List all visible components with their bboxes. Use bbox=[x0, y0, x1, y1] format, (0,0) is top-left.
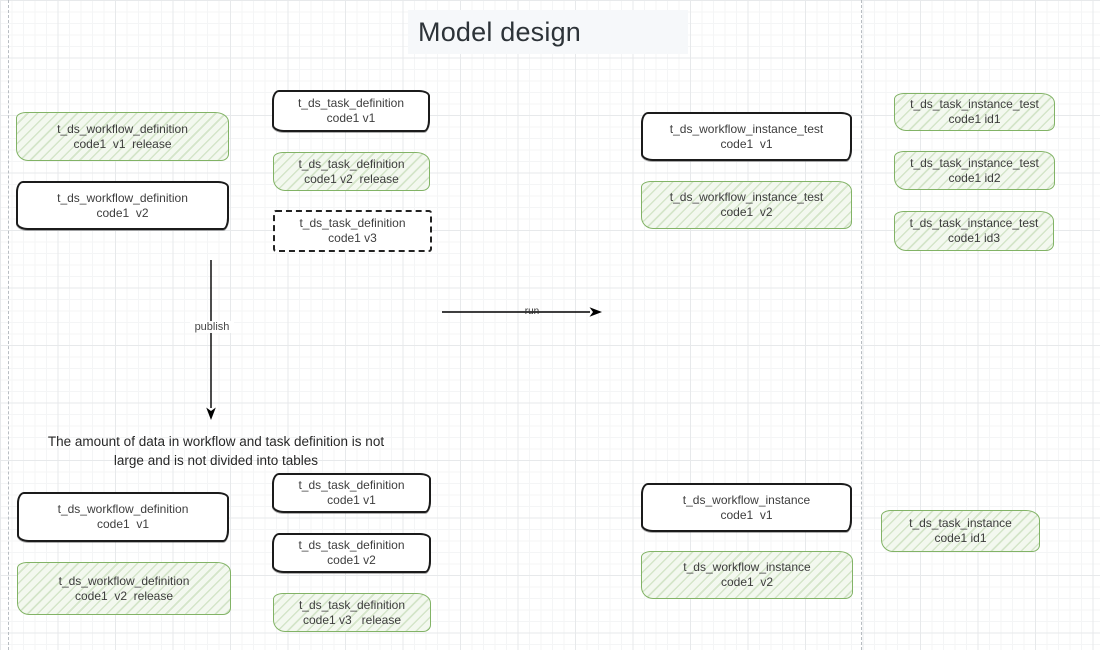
node-bottom-workflow-instance-v1[interactable]: t_ds_workflow_instance code1 v1 bbox=[641, 483, 852, 532]
node-top-task-definition-v1[interactable]: t_ds_task_definition code1 v1 bbox=[272, 90, 430, 132]
publish-arrow[interactable] bbox=[203, 258, 219, 422]
node-detail: code1 v1 bbox=[720, 136, 773, 151]
node-name: t_ds_task_definition bbox=[298, 156, 405, 171]
node-detail: code1 v2 release bbox=[74, 588, 174, 603]
node-detail: code1 v2 bbox=[720, 575, 774, 589]
node-bottom-workflow-definition-v2[interactable]: t_ds_workflow_definition code1 v2 releas… bbox=[17, 562, 231, 615]
node-detail: code1 v3 bbox=[328, 231, 377, 245]
node-top-workflow-instance-test-v1[interactable]: t_ds_workflow_instance_test code1 v1 bbox=[641, 112, 852, 161]
node-name: t_ds_workflow_instance_test bbox=[669, 121, 824, 136]
node-name: t_ds_task_instance_test bbox=[910, 155, 1039, 170]
node-bottom-workflow-definition-v1[interactable]: t_ds_workflow_definition code1 v1 bbox=[17, 492, 229, 542]
node-name: t_ds_task_definition bbox=[298, 478, 405, 492]
node-bottom-task-instance-id1[interactable]: t_ds_task_instance code1 id1 bbox=[881, 510, 1040, 552]
diagram-title[interactable]: Model design bbox=[408, 10, 688, 54]
arrowhead-down-icon bbox=[206, 407, 216, 420]
node-bottom-task-definition-v3[interactable]: t_ds_task_definition code1 v3 release bbox=[273, 593, 431, 632]
node-name: t_ds_task_definition bbox=[298, 538, 405, 552]
node-detail: code1 id1 bbox=[934, 531, 987, 545]
node-detail: code1 v2 bbox=[96, 205, 149, 220]
node-top-workflow-definition-v2[interactable]: t_ds_workflow_definition code1 v2 bbox=[16, 181, 229, 230]
run-arrow-label: run bbox=[524, 306, 540, 317]
node-name: t_ds_task_instance bbox=[909, 516, 1012, 530]
node-name: t_ds_workflow_instance_test bbox=[669, 190, 824, 204]
node-name: t_ds_workflow_definition bbox=[58, 573, 190, 588]
node-detail: code1 v1 bbox=[720, 507, 773, 522]
node-name: t_ds_task_definition bbox=[298, 597, 406, 612]
node-name: t_ds_task_definition bbox=[297, 96, 405, 110]
node-top-task-definition-v3[interactable]: t_ds_task_definition code1 v3 bbox=[273, 210, 432, 252]
node-name: t_ds_workflow_definition bbox=[57, 190, 188, 205]
node-bottom-workflow-instance-v2[interactable]: t_ds_workflow_instance code1 v2 bbox=[641, 551, 853, 599]
node-bottom-task-definition-v2[interactable]: t_ds_task_definition code1 v2 bbox=[272, 533, 431, 573]
run-arrow[interactable] bbox=[441, 304, 605, 321]
node-top-task-instance-test-id2[interactable]: t_ds_task_instance_test code1 id2 bbox=[894, 151, 1055, 190]
node-name: t_ds_workflow_instance bbox=[683, 560, 811, 574]
node-detail: code1 v1 bbox=[327, 493, 376, 507]
note-line-2: large and is not divided into tables bbox=[113, 453, 319, 468]
node-name: t_ds_task_instance_test bbox=[910, 97, 1039, 111]
node-detail: code1 v1 release bbox=[73, 136, 172, 151]
publish-arrow-label: publish bbox=[190, 321, 234, 333]
node-detail: code1 v1 bbox=[96, 517, 150, 531]
node-top-task-instance-test-id1[interactable]: t_ds_task_instance_test code1 id1 bbox=[894, 93, 1055, 131]
page-boundary-right bbox=[861, 0, 862, 650]
node-detail: code1 id3 bbox=[947, 231, 1001, 245]
diagram-title-text: Model design bbox=[418, 16, 582, 47]
note-line-1: The amount of data in workflow and task … bbox=[47, 434, 385, 449]
node-name: t_ds_workflow_instance bbox=[682, 492, 811, 507]
node-detail: code1 v2 release bbox=[304, 171, 399, 186]
node-top-task-definition-v2[interactable]: t_ds_task_definition code1 v2 release bbox=[273, 152, 430, 191]
node-name: t_ds_task_instance_test bbox=[909, 216, 1039, 230]
node-detail: code1 v1 bbox=[326, 111, 376, 125]
node-top-task-instance-test-id3[interactable]: t_ds_task_instance_test code1 id3 bbox=[894, 211, 1054, 251]
node-bottom-task-definition-v1[interactable]: t_ds_task_definition code1 v1 bbox=[272, 473, 431, 513]
note-text[interactable]: The amount of data in workflow and task … bbox=[18, 432, 414, 470]
node-name: t_ds_task_definition bbox=[299, 216, 406, 230]
node-name: t_ds_workflow_definition bbox=[57, 121, 188, 136]
node-detail: code1 v2 bbox=[720, 205, 773, 219]
node-detail: code1 id2 bbox=[948, 170, 1001, 185]
node-detail: code1 id1 bbox=[948, 112, 1001, 126]
node-top-workflow-instance-test-v2[interactable]: t_ds_workflow_instance_test code1 v2 bbox=[641, 181, 852, 229]
node-name: t_ds_workflow_definition bbox=[57, 502, 189, 516]
node-detail: code1 v3 release bbox=[302, 612, 402, 627]
node-detail: code1 v2 bbox=[327, 553, 376, 567]
page-boundary-left bbox=[8, 0, 9, 650]
node-top-workflow-definition-v1[interactable]: t_ds_workflow_definition code1 v1 releas… bbox=[16, 112, 229, 161]
arrowhead-right-icon bbox=[589, 307, 602, 317]
